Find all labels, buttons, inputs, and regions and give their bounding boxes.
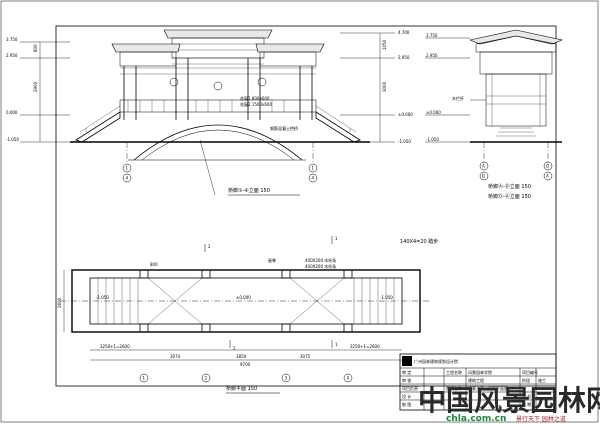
svg-text:施工: 施工 <box>538 377 546 383</box>
axis-marker-1b <box>308 163 318 173</box>
level-left-2: 2.950 <box>6 53 18 58</box>
level-right-3: ±0.000 <box>398 112 413 117</box>
svg-text:桥廊立面、桥廊平面图: 桥廊立面、桥廊平面图 <box>468 385 508 391</box>
ad-axis-d: D <box>482 174 485 179</box>
level-right-4: -1.050 <box>398 139 411 144</box>
svg-text:风景园林学院: 风景园林学院 <box>468 369 492 375</box>
axis-label-4b: 4 <box>312 176 315 181</box>
ad-caption-1: 桥廊Ⓐ-Ⓓ立面 150 <box>488 183 531 190</box>
dim-right-2: 3000 <box>382 81 387 92</box>
svg-text:2: 2 <box>205 376 208 381</box>
plan-dim-3: 3850 <box>236 354 247 359</box>
svg-text:图 号: 图 号 <box>522 393 531 399</box>
svg-text:审 定: 审 定 <box>402 369 411 375</box>
svg-text:图纸名称: 图纸名称 <box>446 385 462 391</box>
level-right-2: 2.950 <box>398 55 410 60</box>
svg-text:审 核: 审 核 <box>402 377 411 383</box>
plan-level-left: -1.050 <box>96 295 109 300</box>
svg-text:工程名称: 工程名称 <box>446 369 462 375</box>
plan-level-right: -1.050 <box>380 295 393 300</box>
axis-label-1: 1 <box>126 166 129 171</box>
plan-caption: 桥廊平面 150 <box>226 385 257 392</box>
dim-left-2: 2900 <box>33 81 38 92</box>
svg-text:1: 1 <box>143 376 146 381</box>
dim-right-1: 1050 <box>382 39 387 50</box>
bridge-plan: 2 1 1 2 800 屋脊 <box>57 236 438 394</box>
plan-dim-4: 3075 <box>300 354 311 359</box>
ad-level-1: 3.750 <box>426 33 438 38</box>
level-left-3: 0.000 <box>6 110 18 115</box>
plan-dim-1: 3250+1=2600 <box>100 344 130 349</box>
ad-caption-2: 桥廊Ⓓ-Ⓐ立面 150 <box>488 193 531 200</box>
ad-axis-d2: D <box>546 164 549 169</box>
plan-note-3: 400X200 木桁条 <box>305 263 336 269</box>
elevation-1-4: 3.750 2.950 0.000 -1.050 800 2900 4.700 … <box>6 29 413 196</box>
axis-label-4: 4 <box>126 176 129 181</box>
plan-left-note: 800 <box>150 262 158 267</box>
plan-right-note: 140X4=20 踏步 <box>400 238 438 245</box>
axis-marker-4 <box>122 173 132 183</box>
svg-text:制 图: 制 图 <box>402 401 411 407</box>
watermark-url: chla.com.cn <box>446 414 506 424</box>
plan-dim-5: 3250+1=2600 <box>350 344 380 349</box>
title-company: 广州园林建筑规划设计院 <box>414 358 458 364</box>
watermark: 中国风景园林网 chla.com.cn 景行天下 园林之道 <box>418 384 600 424</box>
ad-callout: 木栏杆 <box>452 95 464 101</box>
svg-text:项目编号: 项目编号 <box>522 369 538 375</box>
svg-text:项目负责: 项目负责 <box>402 385 418 391</box>
watermark-slogan: 景行天下 园林之道 <box>516 415 566 423</box>
plan-axis-bubbles: 1 2 3 4 <box>139 373 353 383</box>
ad-axis-a2: A <box>546 174 549 179</box>
svg-text:阶段: 阶段 <box>522 377 530 383</box>
plan-width-dim: 2600 <box>57 297 62 308</box>
section-mark-2a: 2 <box>208 244 211 249</box>
svg-text:建筑工程: 建筑工程 <box>468 377 484 383</box>
level-left-4: -1.050 <box>6 137 19 142</box>
axis-label-1b: 1 <box>312 166 315 171</box>
section-mark-2b: 2 <box>233 346 236 351</box>
svg-text:3: 3 <box>285 376 288 381</box>
elevation-a-d: 3.750 2.950 ±0.000 -1.050 木栏杆 A D D A 桥廊… <box>425 29 564 200</box>
callout-window-1: 花窗1 800x600 <box>240 95 270 101</box>
callout-window-2: 花窗2 1500x600 <box>240 101 272 107</box>
section-mark-1b: 1 <box>335 342 338 347</box>
ad-level-4: -1.050 <box>426 137 439 142</box>
plan-dim-2: 3074 <box>170 354 181 359</box>
section-mark-1a: 1 <box>335 236 338 241</box>
plan-note-2: 400X200 木桁条 <box>305 257 336 263</box>
svg-text:4: 4 <box>347 376 350 381</box>
title-block: 广州园林建筑规划设计院 审 定 工程名称 风景园林学院 项目编号 审 核 建筑工… <box>399 353 557 411</box>
svg-text:设 计: 设 计 <box>402 393 411 399</box>
ad-level-3: ±0.000 <box>426 110 441 115</box>
level-left-1: 3.750 <box>6 37 18 42</box>
plan-total-dim: 9700 <box>240 362 251 367</box>
elevation-1-4-caption: 桥廊①-④立面 150 <box>228 187 270 194</box>
dim-left-1: 800 <box>33 44 38 52</box>
ad-axis-a: A <box>482 164 485 169</box>
svg-text:日 期: 日 期 <box>522 401 531 407</box>
level-right-1: 4.700 <box>398 30 410 35</box>
callout-arch: 钢筋混凝土拱桥 <box>270 125 298 131</box>
plan-level-center: ±0.000 <box>236 295 251 300</box>
axis-marker-1 <box>122 163 132 173</box>
sheet-inner-frame <box>55 25 557 387</box>
watermark-main: 中国风景园林网 <box>418 384 600 417</box>
ad-level-2: 2.950 <box>426 53 438 58</box>
axis-marker-4b <box>308 173 318 183</box>
plan-note-1: 屋脊 <box>268 257 276 263</box>
